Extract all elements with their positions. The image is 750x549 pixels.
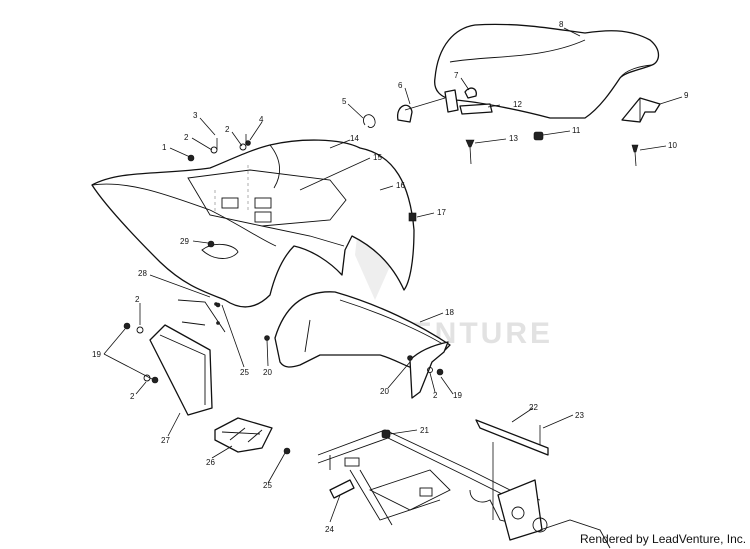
callout-25: 25 — [263, 481, 272, 490]
callout-7: 7 — [454, 71, 459, 80]
callout-15: 15 — [373, 153, 382, 162]
callout-1: 1 — [162, 143, 167, 152]
mud-flap-left — [149, 324, 213, 416]
callout-3: 3 — [193, 111, 198, 120]
callout-11: 11 — [572, 126, 581, 135]
callout-20: 20 — [263, 368, 272, 377]
mud-flap-right — [409, 341, 449, 399]
callout-16: 16 — [396, 181, 405, 190]
callout-24: 24 — [325, 525, 334, 534]
callout-19: 19 — [92, 350, 101, 359]
seat-hardware — [465, 131, 639, 167]
seat-bracket — [621, 97, 661, 123]
credit-text: Rendered by LeadVenture, Inc. — [580, 532, 746, 546]
callout-20: 20 — [380, 387, 389, 396]
callout-8: 8 — [559, 20, 564, 29]
callout-4: 4 — [259, 115, 264, 124]
fender-hardware — [123, 134, 444, 455]
callout-27: 27 — [161, 436, 170, 445]
callout-25: 25 — [240, 368, 249, 377]
callout-19: 19 — [453, 391, 462, 400]
frame — [317, 429, 611, 549]
rear-fender — [91, 139, 415, 308]
callout-5: 5 — [342, 97, 347, 106]
callout-2: 2 — [225, 125, 230, 134]
callout-28: 28 — [138, 269, 147, 278]
callout-13: 13 — [509, 134, 518, 143]
callout-17: 17 — [437, 208, 446, 217]
callout-23: 23 — [575, 411, 584, 420]
frame-hardware — [329, 419, 549, 499]
footrest-bracket — [214, 417, 273, 453]
callouts: 1 2 2 2 2 2 3 4 5 6 7 8 9 10 11 12 13 14… — [92, 20, 689, 534]
callout-2: 2 — [130, 392, 135, 401]
callout-14: 14 — [350, 134, 359, 143]
callout-22: 22 — [529, 403, 538, 412]
callout-18: 18 — [445, 308, 454, 317]
callout-6: 6 — [398, 81, 403, 90]
callout-10: 10 — [668, 141, 677, 150]
callout-2: 2 — [135, 295, 140, 304]
callout-2: 2 — [184, 133, 189, 142]
callout-29: 29 — [180, 237, 189, 246]
callout-21: 21 — [420, 426, 429, 435]
callout-12: 12 — [513, 100, 522, 109]
seat-latch — [363, 87, 493, 129]
leader-lines — [103, 27, 683, 523]
callout-9: 9 — [684, 91, 689, 100]
seat — [434, 23, 660, 119]
callout-26: 26 — [206, 458, 215, 467]
callout-2: 2 — [433, 391, 438, 400]
